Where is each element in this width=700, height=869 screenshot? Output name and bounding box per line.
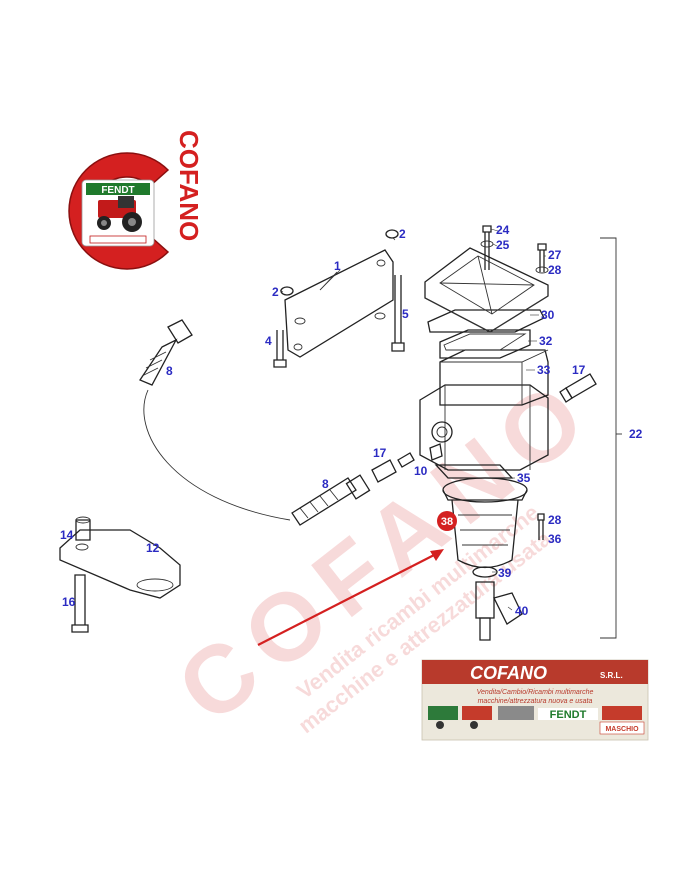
logo-brand: COFANO [174, 130, 204, 241]
callout-24: 24 [496, 223, 510, 237]
callout-labels: 1 2 2 4 5 8 8 10 12 14 16 17 17 22 24 25… [60, 223, 643, 618]
banner-brand-fendt: FENDT [550, 709, 587, 721]
callout-38: 38 [441, 516, 453, 528]
callout-1: 1 [334, 259, 341, 273]
filter-assembly-drawing [59, 225, 622, 641]
callout-5: 5 [402, 307, 409, 321]
callout-25: 25 [496, 238, 510, 252]
callout-39: 39 [498, 566, 512, 580]
callout-4: 4 [265, 334, 272, 348]
callout-28b: 28 [548, 513, 562, 527]
banner-brand-maschio: MASCHIO [605, 726, 639, 733]
logo-plate-text: FENDT [101, 185, 134, 196]
callout-38-highlight: 38 [437, 511, 457, 531]
callout-17b: 17 [572, 363, 586, 377]
callout-10: 10 [414, 464, 428, 478]
callout-35: 35 [517, 471, 531, 485]
banner-line1: Vendita/Cambio/Ricambi multimarche [477, 689, 594, 696]
callout-14: 14 [60, 528, 74, 542]
callout-30: 30 [541, 308, 555, 322]
callout-27: 27 [548, 248, 562, 262]
callout-28a: 28 [548, 263, 562, 277]
banner-tractor-icons [428, 706, 642, 729]
callout-8b: 8 [322, 477, 329, 491]
hose-fitting-top [139, 319, 193, 386]
callout-8a: 8 [166, 364, 173, 378]
callout-36: 36 [548, 532, 562, 546]
highlight-arrow [257, 549, 444, 646]
leader-lines [279, 228, 546, 611]
hose-fitting-lower [291, 474, 371, 526]
callout-32: 32 [539, 334, 553, 348]
tractor-icon [97, 196, 142, 232]
callout-33: 33 [537, 363, 551, 377]
drain-tap [475, 581, 523, 641]
callout-12: 12 [146, 541, 160, 555]
banner-suffix: S.R.L. [600, 671, 623, 680]
filter-head [419, 384, 549, 479]
dealer-banner: COFANO S.R.L. Vendita/Cambio/Ricambi mul… [421, 659, 649, 741]
callout-16: 16 [62, 595, 76, 609]
mount-bracket [59, 516, 181, 633]
callout-22: 22 [629, 427, 643, 441]
filter-cover [424, 247, 549, 333]
banner-line2: macchine/attrezzatura nuova e usata [478, 698, 593, 705]
cofano-logo: FENDT COFANO [68, 130, 204, 270]
callout-17a: 17 [373, 446, 387, 460]
banner-title: COFANO [470, 663, 547, 683]
callout-2a: 2 [399, 227, 406, 241]
callout-40: 40 [515, 604, 529, 618]
callout-2b: 2 [272, 285, 279, 299]
